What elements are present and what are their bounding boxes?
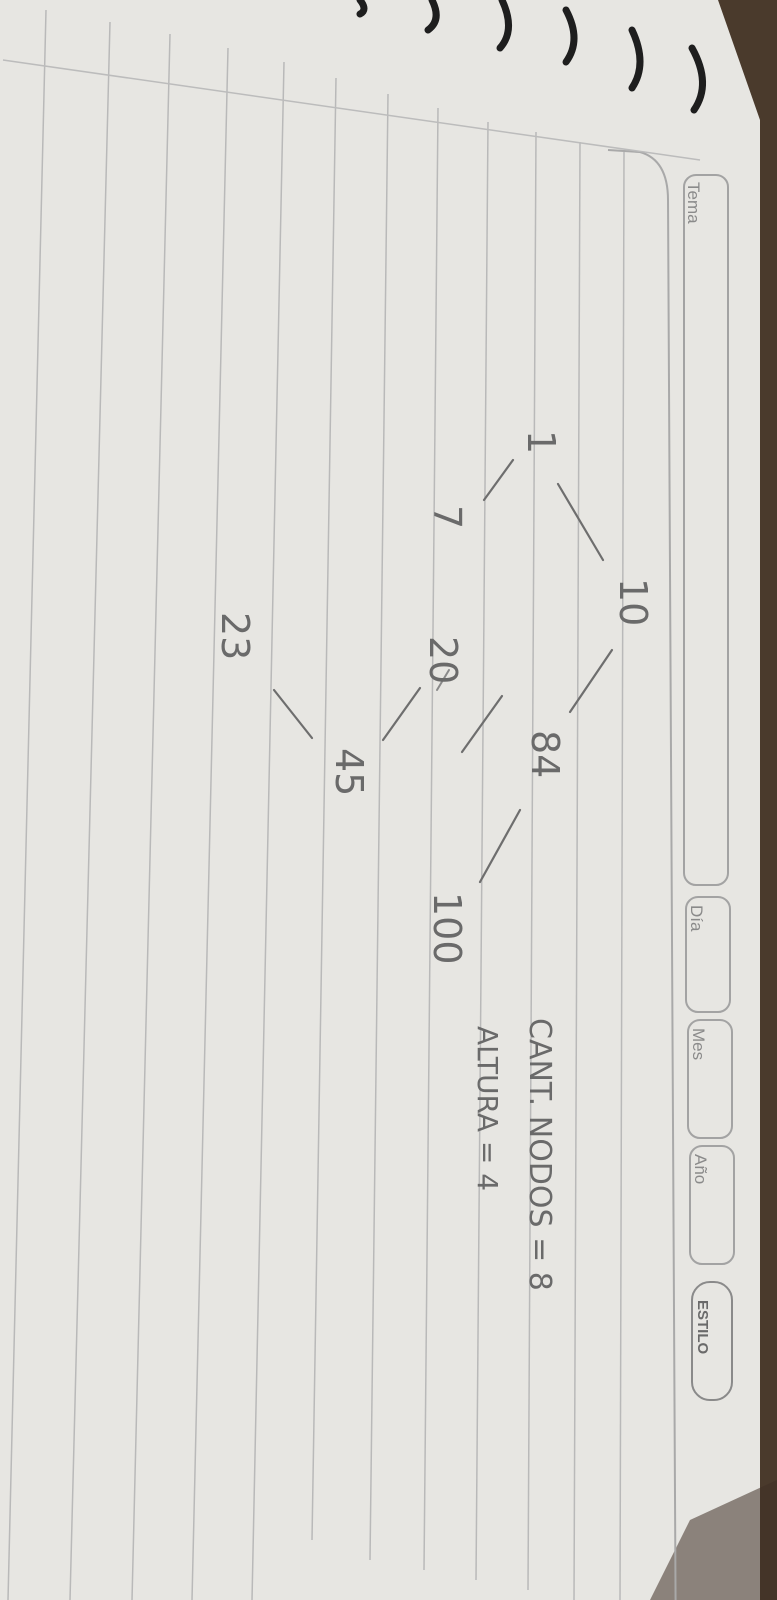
tema-field	[683, 174, 729, 886]
brand-badge	[691, 1281, 733, 1401]
header-frame	[607, 149, 677, 1600]
ano-label: Año	[691, 1154, 710, 1184]
ano-field	[689, 1145, 735, 1265]
edge-84-20	[460, 694, 504, 754]
tree-edges	[272, 458, 614, 884]
node-label-45: 45	[327, 748, 371, 796]
tema-label: Tema	[684, 182, 703, 224]
brand-logo: ESTILO	[694, 1300, 711, 1355]
note-cant-nodos: CANT. NODOS = 8	[522, 1018, 557, 1291]
node-label-84: 84	[523, 730, 567, 778]
node-label-100: 100	[425, 892, 469, 965]
note-altura: ALTURA = 4	[471, 1026, 504, 1191]
dia-label: Día	[687, 905, 706, 932]
edge-20-45	[381, 686, 422, 742]
mes-field	[687, 1019, 733, 1139]
edge-10-84	[568, 648, 614, 714]
erased-mark	[436, 669, 450, 691]
edge-1-7	[482, 458, 515, 502]
header-fields: Tema Día Mes Año ESTILO	[683, 174, 735, 1401]
dia-field	[685, 896, 731, 1013]
spiral-binding	[356, 0, 706, 114]
edge-10-1	[556, 482, 605, 562]
edge-84-100	[478, 808, 522, 884]
notes: CANT. NODOS = 8 ALTURA = 4	[471, 1018, 557, 1291]
node-label-20: 20	[421, 636, 465, 684]
paper-shadow	[650, 1480, 777, 1600]
node-label-7: 7	[425, 505, 469, 529]
ruled-lines	[7, 9, 625, 1600]
node-label-1: 1	[519, 430, 563, 454]
node-label-10: 10	[611, 578, 655, 626]
edge-45-23	[272, 688, 314, 740]
tree-nodes: 10 1 84 7 20 100 45 23	[213, 430, 655, 965]
node-label-23: 23	[213, 612, 257, 660]
mes-label: Mes	[689, 1028, 708, 1060]
